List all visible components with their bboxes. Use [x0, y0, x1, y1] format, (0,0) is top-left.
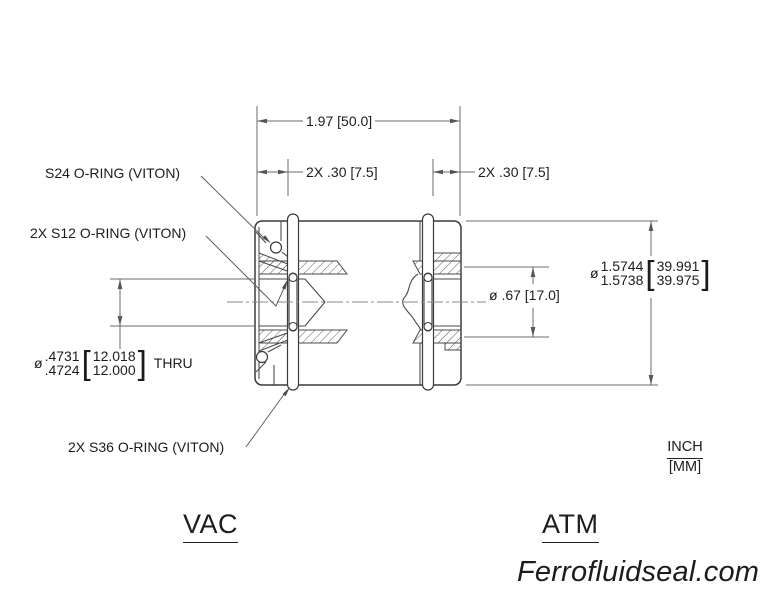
callout-leaders [200, 175, 286, 448]
bracket-open: [ [645, 253, 655, 292]
s12-oring-section [288, 321, 298, 332]
dim-overall-length: 1.97 [50.0] [303, 114, 376, 129]
side-label-atm: ATM [542, 509, 599, 543]
dim-bore-diameter: ø .67 [17.0] [486, 288, 563, 303]
bracket-close: ] [701, 253, 711, 292]
s12-oring-section [288, 272, 298, 283]
thru-note: THRU [153, 355, 193, 371]
callout-s12-oring: 2X S12 O-RING (VITON) [30, 225, 187, 241]
dim-thru-bore: ø .4731 .4724 [ 12.018 12.000 ] THRU [34, 343, 193, 382]
units-primary: INCH [667, 439, 703, 459]
units-secondary: [MM] [668, 459, 702, 475]
s12-oring-section [423, 272, 433, 283]
bracket-open: [ [81, 343, 91, 382]
bracket-close: ] [137, 343, 147, 382]
dim-outer-diameter: ø 1.5744 1.5738 [ 39.991 39.975 ] [590, 253, 711, 292]
diameter-symbol: ø [34, 355, 43, 371]
s12-groove-slots [288, 272, 433, 332]
watermark-text: Ferrofluidseal.com [517, 556, 760, 588]
diameter-symbol: ø [590, 265, 599, 281]
callout-s24-oring: S24 O-RING (VITON) [45, 165, 181, 181]
s12-oring-section [423, 321, 433, 332]
dim-groove-offset-left: 2X .30 [7.5] [306, 164, 378, 180]
s24-oring-sections [255, 241, 283, 364]
leader-arrowheads [262, 235, 290, 397]
side-label-vac: VAC [183, 509, 239, 543]
dimension-arrowheads [117, 118, 654, 385]
dim-groove-offset-right: 2X .30 [7.5] [478, 164, 550, 180]
callout-s36-oring: 2X S36 O-RING (VITON) [68, 439, 225, 455]
units-note: INCH [MM] [658, 439, 712, 476]
